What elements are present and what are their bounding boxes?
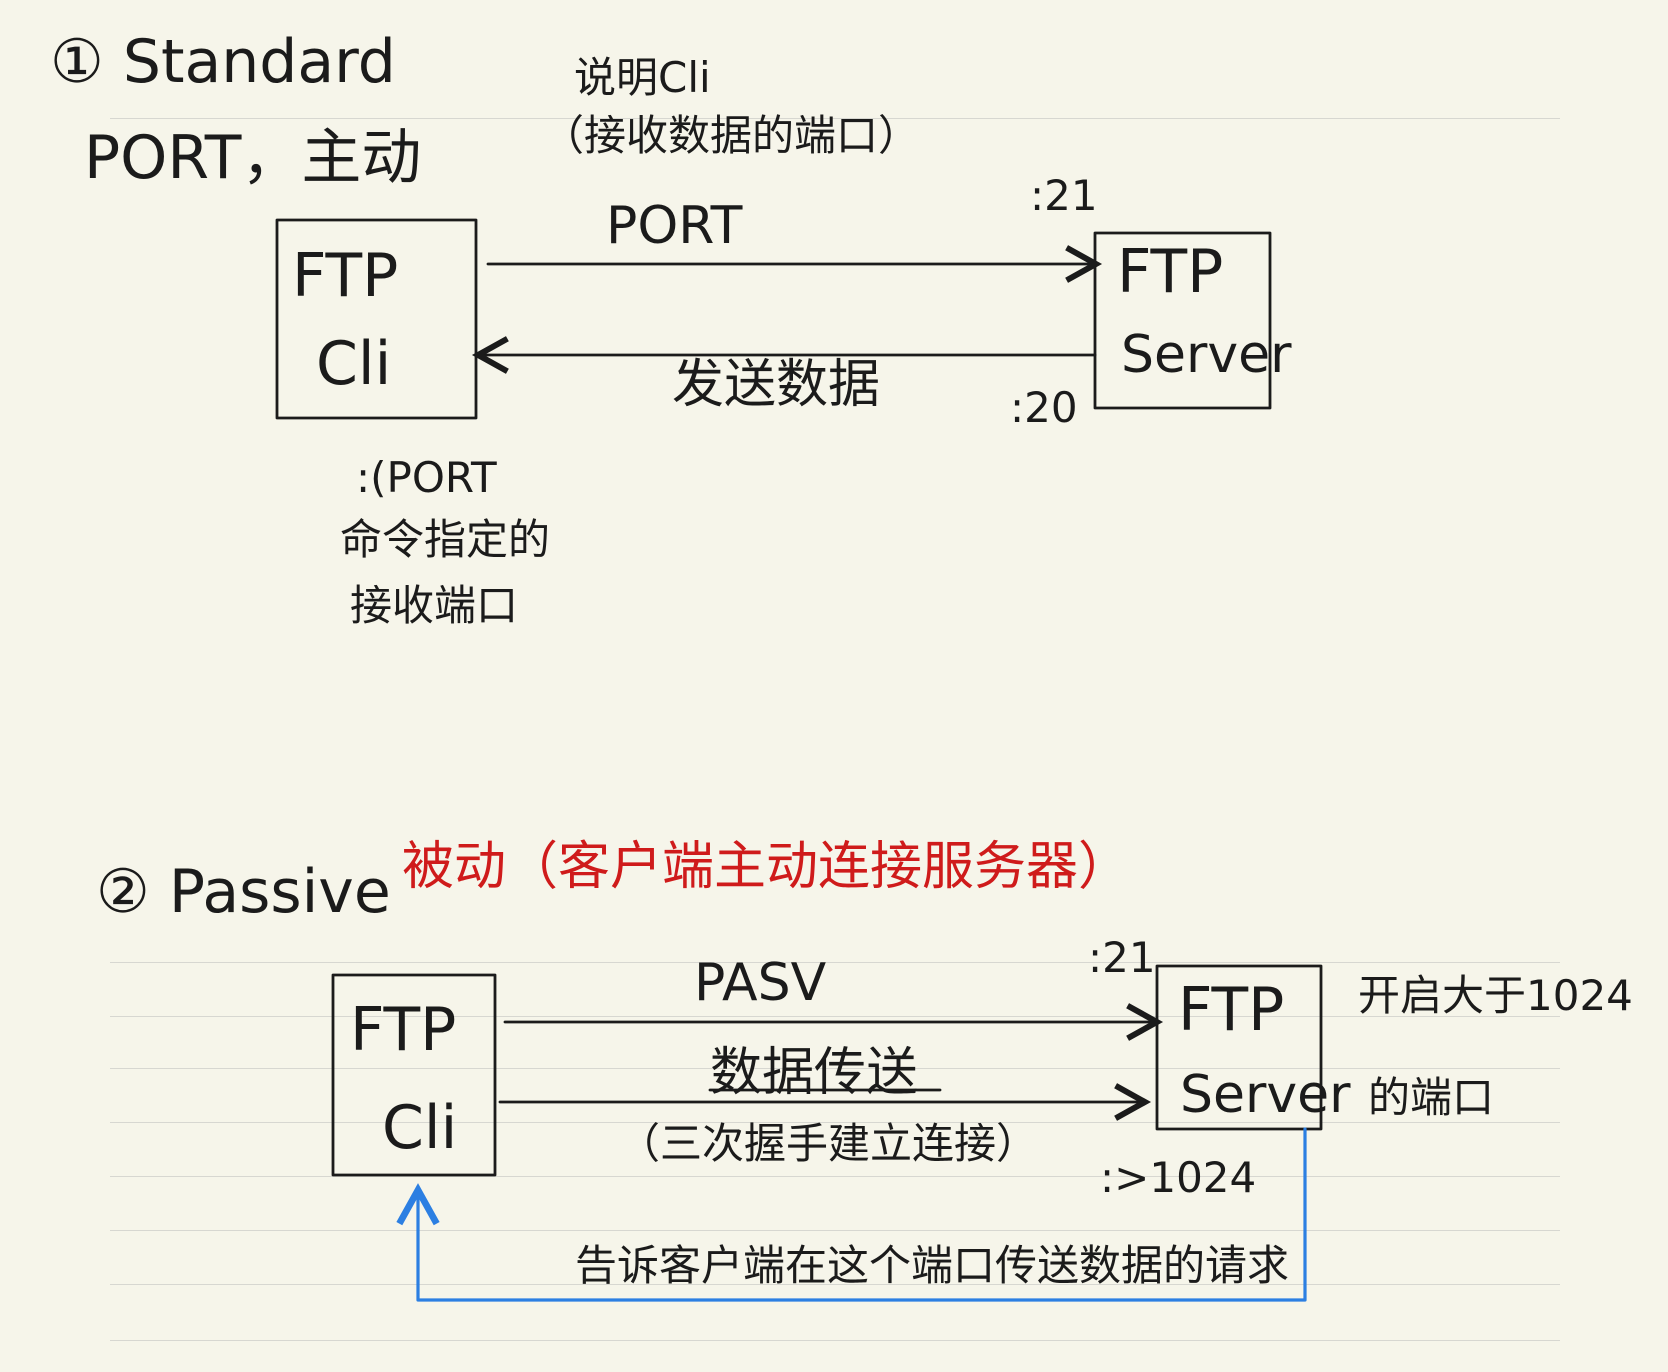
passive-ftp-server-box <box>1155 964 1323 1131</box>
high-port-label: :>1024 <box>1100 1153 1256 1202</box>
ruled-line <box>110 118 1560 119</box>
passive-ftp-client-label-line1: FTP <box>350 995 456 1065</box>
data-transfer-label: 数据传送 <box>710 1043 918 1103</box>
reply-to-client-arrow <box>396 1127 1307 1302</box>
section2-heading-prefix: ② Passive <box>96 857 391 927</box>
ruled-line <box>110 1016 1560 1017</box>
port-note-line2: （接收数据的端口） <box>542 111 920 160</box>
ruled-line <box>110 1176 1560 1177</box>
ftp-client-box <box>275 218 478 420</box>
port-20-label: :20 <box>1010 383 1078 432</box>
ftp-client-label-line2: Cli <box>316 329 391 399</box>
passive-ftp-client-label-line2: Cli <box>382 1093 457 1163</box>
data-arrow-label: 发送数据 <box>672 355 880 415</box>
ftp-server-label-line1: FTP <box>1117 237 1223 307</box>
passive-ftp-server-label-line1: FTP <box>1178 975 1284 1045</box>
ruled-line <box>110 1068 1560 1069</box>
client-port-note-line3: 接收端口 <box>350 581 518 630</box>
ftp-server-box <box>1093 231 1272 410</box>
ruled-line <box>110 1340 1560 1341</box>
passive-ftp-server-label-line2: Server <box>1180 1065 1351 1125</box>
server-side-note-line1: 开启大于1024 <box>1358 971 1633 1020</box>
ruled-line <box>110 1122 1560 1123</box>
server-side-note-line2: 的端口 <box>1368 1073 1494 1122</box>
passive-port-21-label: :21 <box>1088 933 1156 982</box>
client-port-note-line1: :(PORT <box>356 453 497 502</box>
ftp-client-label-line1: FTP <box>292 241 398 311</box>
reply-note: 告诉客户端在这个端口传送数据的请求 <box>575 1241 1289 1290</box>
client-port-note-line2: 命令指定的 <box>340 515 550 564</box>
ftp-server-label-line2: Server <box>1121 325 1292 385</box>
handshake-note: （三次握手建立连接） <box>618 1119 1038 1168</box>
section2-heading-red: 被动（客户端主动连接服务器） <box>402 837 1130 897</box>
section1-heading-line1: ① Standard <box>50 27 396 97</box>
port-21-label: :21 <box>1030 171 1098 220</box>
ruled-line <box>110 1284 1560 1285</box>
port-note-line1: 说明Cli <box>574 53 711 102</box>
passive-ftp-client-box <box>331 973 497 1177</box>
port-arrow-label: PORT <box>606 196 743 256</box>
section1-heading-line2: PORT，主动 <box>84 123 421 193</box>
pasv-label: PASV <box>694 953 827 1013</box>
ruled-line <box>110 962 1560 963</box>
ruled-line <box>110 1230 1560 1231</box>
